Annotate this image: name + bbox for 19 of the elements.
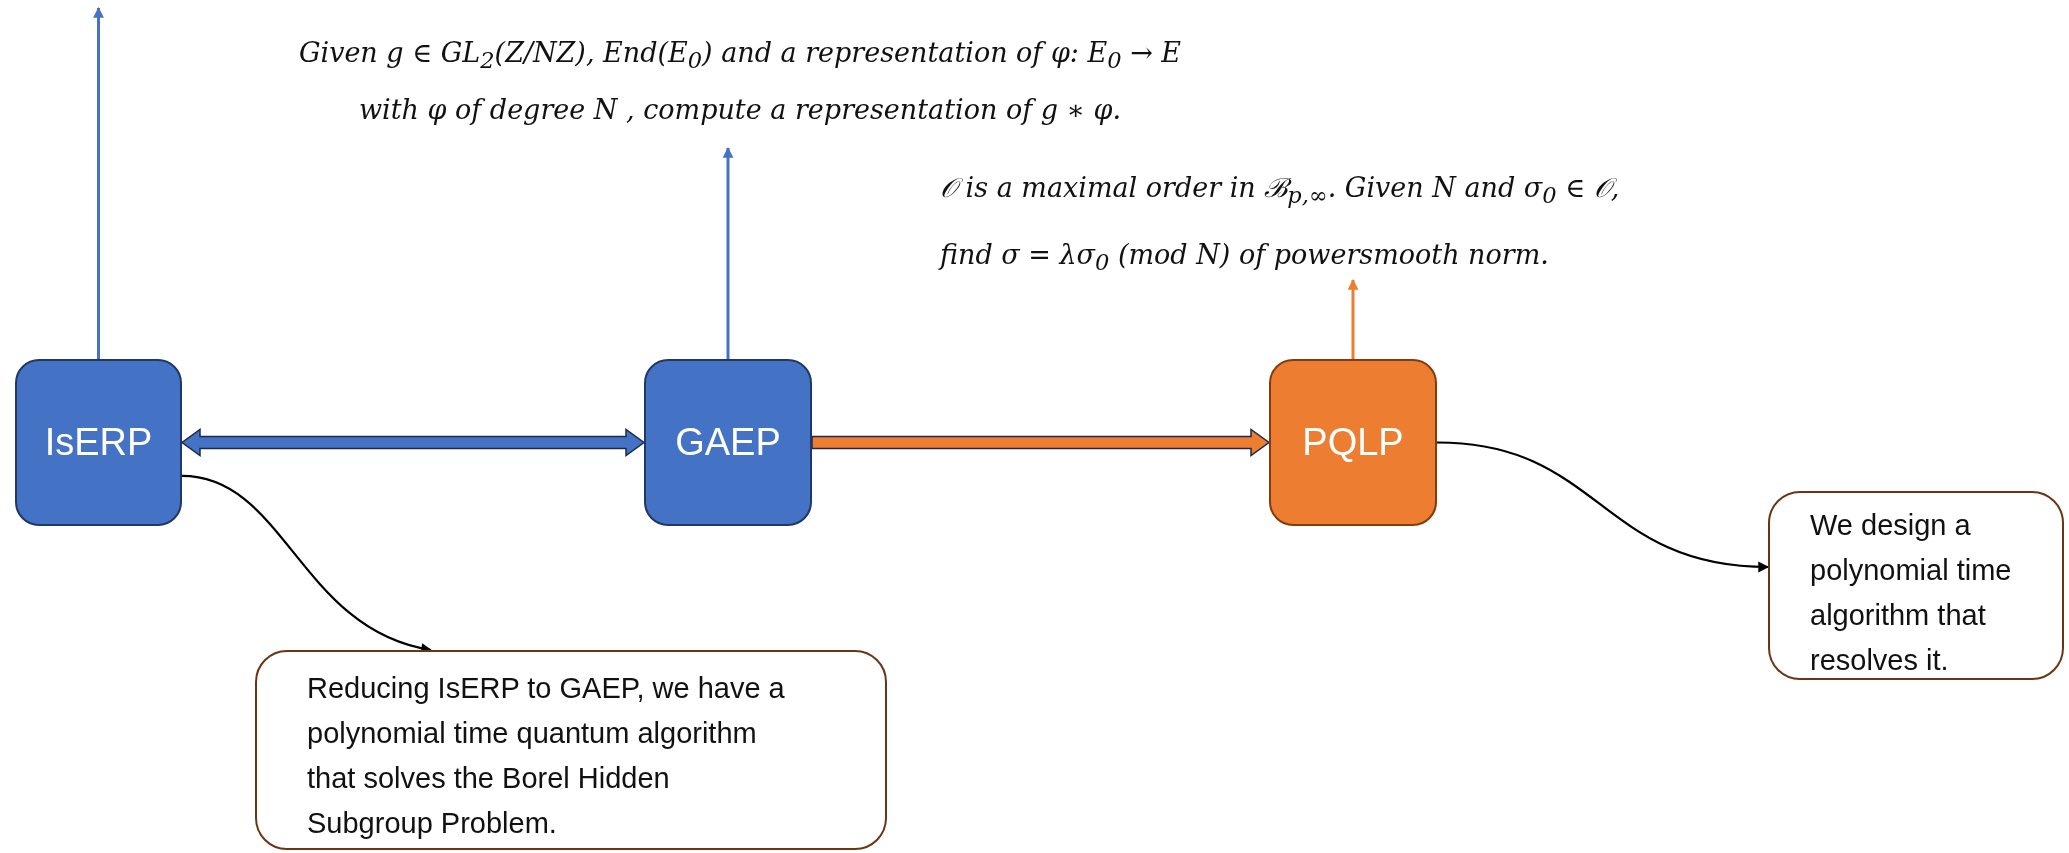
- arrow: [1347, 278, 1359, 359]
- process-box: [644, 359, 812, 526]
- process-box: [1269, 359, 1437, 526]
- math-statement: Given g ∈ GL$_{2}$(Z/NZ), End(E$_{0}$) and a representation of φ: E$_{0}$ → E with φ of degree N , compute a representation of g ∗ φ.: [290, 28, 1190, 148]
- process-box: [15, 359, 182, 526]
- block-arrow: [811, 428, 1271, 457]
- box-label: PQLP: [1302, 421, 1404, 464]
- box-label: GAEP: [675, 421, 781, 464]
- note-box: [1768, 491, 2064, 680]
- note-box: [255, 650, 887, 850]
- note-text: Reducing IsERP to GAEP, we have a polynomial time quantum algorithm that solves the Borel Hidden Subgroup Problem.: [307, 671, 786, 841]
- curved-arrow: [1436, 441, 1770, 572]
- arrow: [722, 146, 734, 359]
- math-statement: 𝒪 is a maximal order in ℬ$_{p,∞}$. Given N and σ$_{0}$ ∈ 𝒪, find σ = λσ$_{0}$ (mod N) of powersmooth norm.: [940, 158, 1620, 280]
- double-arrow: [180, 428, 646, 457]
- curved-arrow: [181, 474, 433, 653]
- note-text: We design a polynomial time algorithm that resolves it.: [1810, 508, 2013, 678]
- box-label: IsERP: [44, 421, 153, 464]
- arrow: [93, 6, 104, 359]
